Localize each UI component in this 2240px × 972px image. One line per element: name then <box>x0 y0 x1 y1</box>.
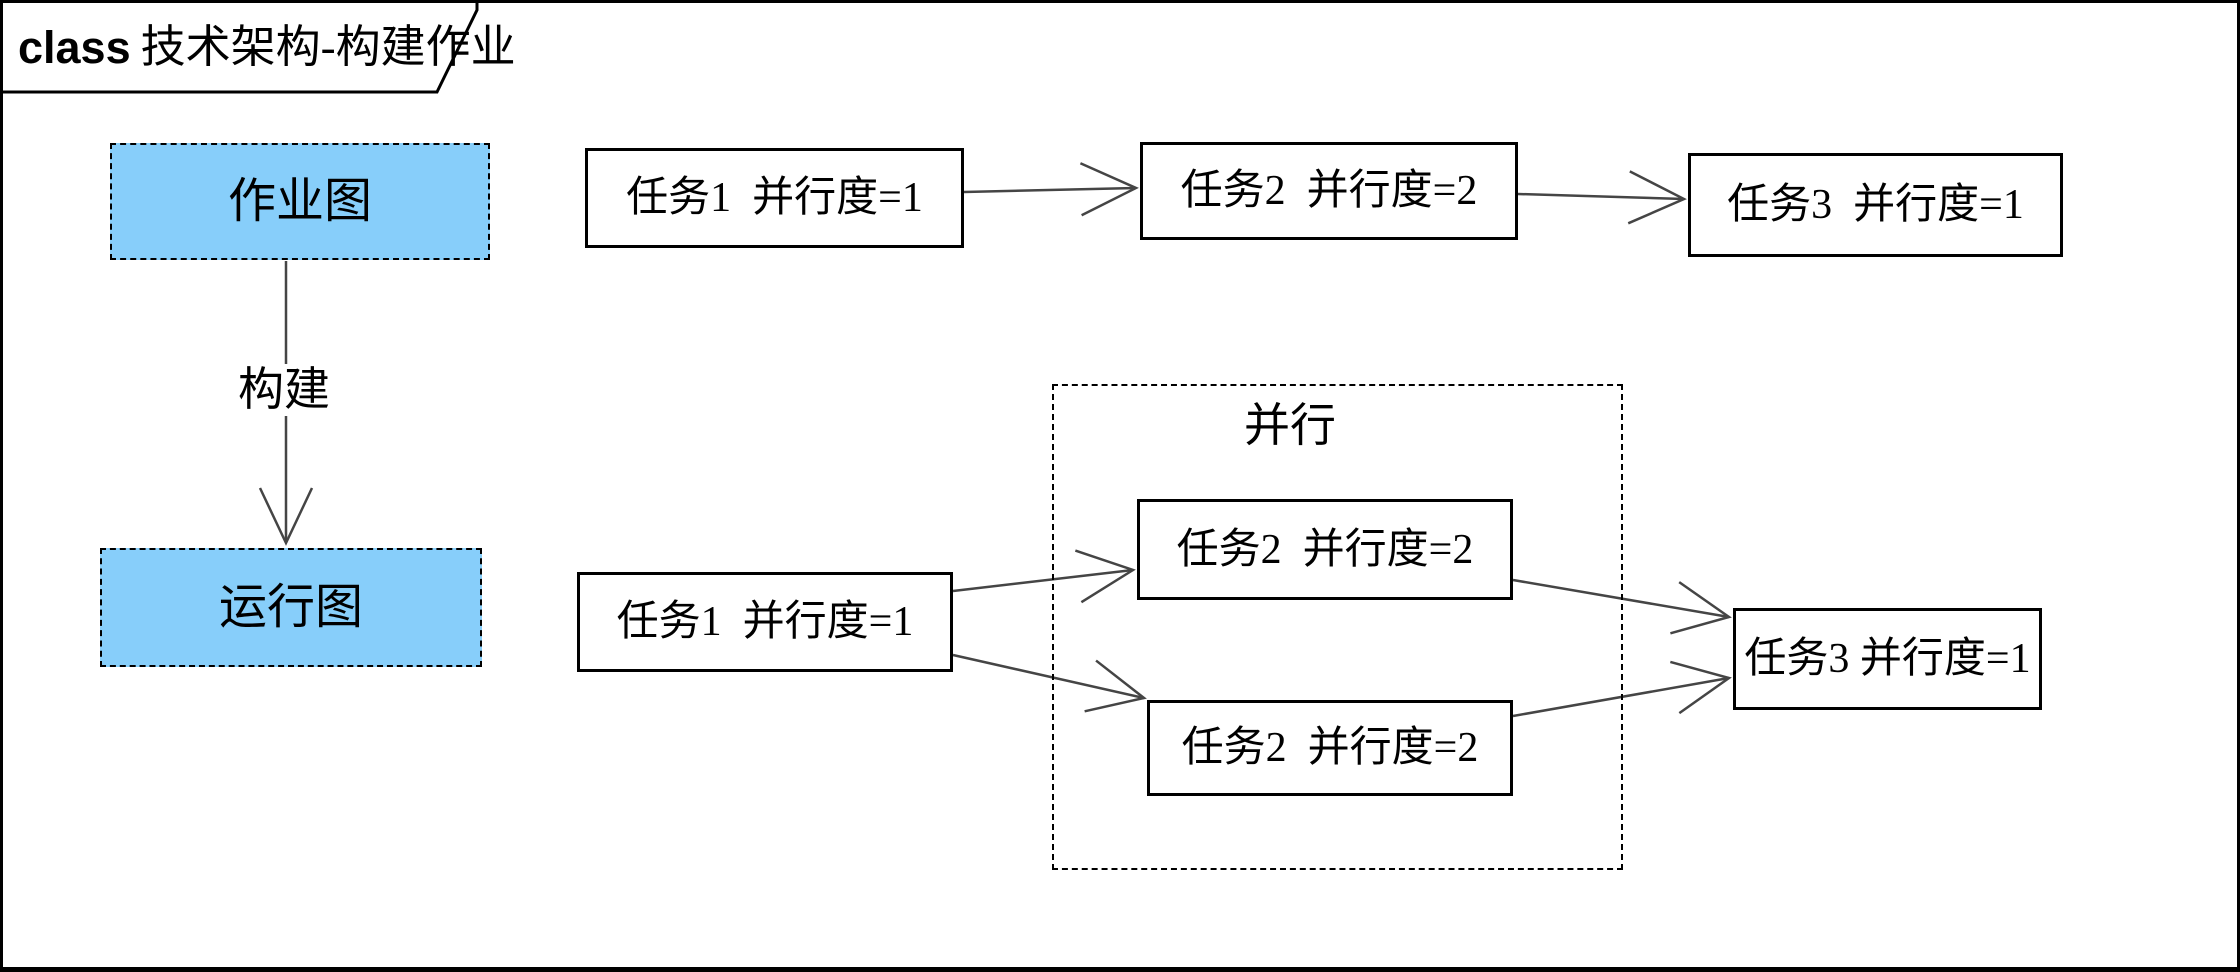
node-bottom-task2b: 任务2 并行度=2 <box>1147 700 1513 796</box>
node-top-task1: 任务1 并行度=1 <box>585 148 964 248</box>
node-bottom-task2a: 任务2 并行度=2 <box>1137 499 1513 600</box>
edge-top-task1-task2 <box>963 162 1139 217</box>
node-top-task2: 任务2 并行度=2 <box>1140 142 1518 240</box>
node-bottom-task3-label: 任务3 并行度=1 <box>1744 636 2031 682</box>
parallel-group-label-text: 并行 <box>1244 400 1336 451</box>
node-top-task3-label: 任务3 并行度=1 <box>1727 182 2024 228</box>
node-bottom-task3: 任务3 并行度=1 <box>1733 608 2042 710</box>
parallel-group-label: 并行 <box>1205 400 1375 452</box>
edge-bottom-task1-task2a <box>952 549 1136 604</box>
parallel-group-box <box>1052 384 1623 870</box>
build-edge-label: 构建 <box>231 364 337 416</box>
node-bottom-task1: 任务1 并行度=1 <box>577 572 953 672</box>
node-top-task2-label: 任务2 并行度=2 <box>1180 168 1478 214</box>
node-exec-graph: 运行图 <box>100 548 482 667</box>
node-job-graph-label: 作业图 <box>227 174 372 228</box>
node-job-graph: 作业图 <box>110 143 490 260</box>
node-top-task1-label: 任务1 并行度=1 <box>626 175 923 221</box>
frame-title-keyword: class <box>18 21 131 73</box>
node-exec-graph-label: 运行图 <box>218 580 363 634</box>
frame-title: class 技术架构-构建作业 <box>18 16 516 78</box>
title-tab-outline <box>3 3 479 94</box>
node-bottom-task1-label: 任务1 并行度=1 <box>616 599 914 645</box>
build-edge-label-text: 构建 <box>238 364 330 415</box>
edge-bottom-task1-task2b <box>952 653 1147 713</box>
frame-title-text: 技术架构-构建作业 <box>140 21 516 72</box>
node-bottom-task2a-label: 任务2 并行度=2 <box>1176 526 1474 573</box>
node-bottom-task2b-label: 任务2 并行度=2 <box>1181 725 1479 771</box>
node-top-task3: 任务3 并行度=1 <box>1688 153 2063 257</box>
edge-top-task2-task3 <box>1517 170 1687 225</box>
